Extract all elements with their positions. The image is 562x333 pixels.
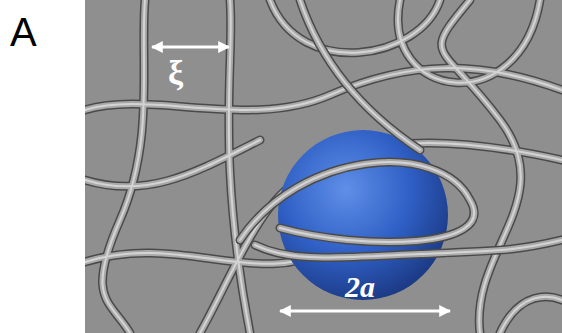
mesh-size-symbol: ξ (168, 54, 183, 92)
polymer-chain (300, 0, 420, 150)
polymer-chain (442, 0, 521, 333)
polymer-chain (102, 0, 145, 333)
diameter-label: 2a (345, 270, 375, 304)
polymer-chain (85, 68, 562, 110)
polymer-chain (500, 297, 562, 333)
panel-letter: A (10, 10, 37, 55)
polymer-chain (240, 162, 474, 242)
polymer-chain (102, 0, 145, 333)
polymer-chain (270, 0, 440, 53)
grey-background (85, 0, 562, 333)
polymer-chain (240, 162, 474, 242)
polymer-chain (85, 140, 260, 186)
polymer-chain (102, 0, 145, 333)
polymer-chain (270, 0, 440, 53)
polymer-chain (398, 0, 540, 83)
polymer-chain (229, 0, 250, 333)
polymer-chain (255, 240, 562, 257)
polymer-chain (500, 297, 562, 333)
polymer-chain (300, 0, 420, 150)
polymer-chain (229, 0, 250, 333)
polymer-chain (85, 140, 260, 186)
polymer-chains-front (240, 0, 562, 257)
polymer-chains-back (85, 0, 562, 333)
polymer-chain (500, 297, 562, 333)
polymer-chain (442, 0, 521, 333)
polymer-chain (255, 240, 562, 257)
mesh-size-arrow (152, 46, 229, 49)
polymer-chain (85, 140, 260, 186)
polymer-chain (270, 0, 440, 53)
polymer-chain (442, 0, 521, 333)
polymer-chain (240, 162, 474, 242)
polymer-chain (229, 0, 250, 333)
polymer-chain (300, 0, 420, 150)
diameter-arrow (280, 310, 450, 313)
